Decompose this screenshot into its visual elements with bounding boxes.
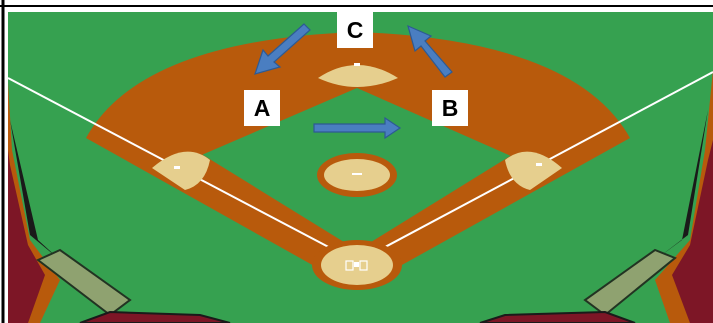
label-a: A [244,90,280,126]
label-b: B [432,90,468,126]
first-base-bag [536,163,542,166]
second-base-bag [354,63,360,66]
pitchers-rubber [352,173,362,175]
third-base-bag [174,166,180,169]
label-c: C [337,12,373,48]
